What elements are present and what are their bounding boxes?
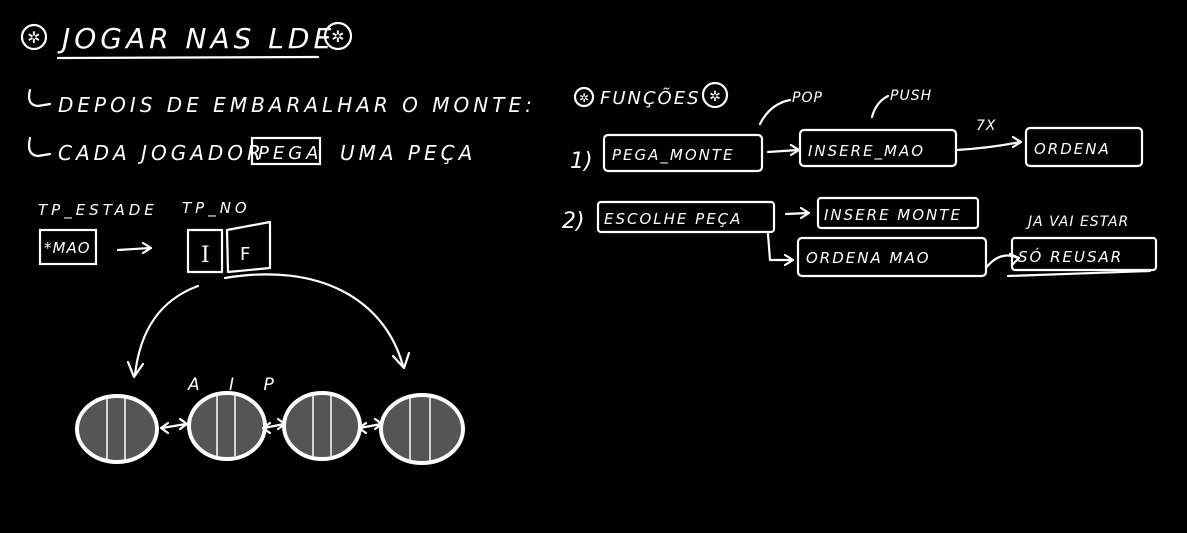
flow-2-step-1: ESCOLHE PEÇA bbox=[604, 210, 742, 228]
flow-1-step-1: PEGA_MONTE bbox=[612, 146, 735, 165]
bullet-line-2: CADA JOGADOR bbox=[58, 141, 265, 165]
flow-1-number: 1) bbox=[570, 149, 593, 174]
no-field-right: F bbox=[240, 244, 250, 265]
title-underline bbox=[56, 55, 320, 60]
so-reusar-underline bbox=[1006, 269, 1152, 278]
bullet-arrow-icon bbox=[27, 136, 52, 158]
svg-text:✲: ✲ bbox=[27, 28, 40, 47]
bullet-line-2b: UMA PEÇA bbox=[340, 141, 476, 165]
estado-box bbox=[38, 228, 98, 266]
pointer-first bbox=[133, 284, 200, 377]
list-node bbox=[75, 394, 159, 464]
list-link-arrows bbox=[159, 417, 384, 435]
flow-1-step-2: INSERE_MAO bbox=[808, 142, 925, 161]
estado-field: *MAO bbox=[44, 239, 91, 257]
annotation-push: PUSH bbox=[890, 88, 932, 104]
flow-1-arrow-2 bbox=[954, 135, 1023, 152]
svg-text:✲: ✲ bbox=[709, 89, 721, 105]
svg-text:✲: ✲ bbox=[331, 27, 344, 46]
label-tp-estado: TP_ESTADE bbox=[38, 201, 158, 220]
flow-1-box-insere-mao bbox=[798, 128, 958, 168]
flow-2-branch-arrow bbox=[766, 232, 795, 267]
svg-text:✲: ✲ bbox=[579, 91, 589, 105]
annotation-7x: 7X bbox=[976, 118, 997, 134]
flow-2-step-3: ORDENA MAO bbox=[806, 249, 931, 267]
flow-2-step-2: INSERE MONTE bbox=[824, 206, 962, 224]
list-node bbox=[187, 391, 267, 461]
title-star-left-icon: ✲ bbox=[20, 23, 48, 51]
flow-1-step-3: ORDENA bbox=[1034, 140, 1111, 158]
bullet-line-1: DEPOIS DE EMBARALHAR O MONTE: bbox=[58, 93, 536, 117]
pointer-last-head bbox=[391, 351, 411, 370]
flow-2-step-4: SÓ REUSAR bbox=[1018, 247, 1123, 266]
bullet-arrow-icon bbox=[27, 88, 52, 108]
flow-2-box-escolhe bbox=[596, 200, 776, 234]
bullet-pega: PEGA bbox=[258, 143, 323, 164]
right-title: FUNÇÕES bbox=[600, 87, 701, 109]
no-box-left bbox=[186, 228, 224, 274]
highlight-box-pega bbox=[250, 136, 322, 166]
funcoes-end-icon: ✲ bbox=[701, 81, 729, 109]
no-box-right bbox=[225, 220, 272, 274]
flow-1-arrow-1 bbox=[766, 143, 801, 157]
flow-2-arrow-1 bbox=[784, 206, 811, 220]
flow-2-box-ordena-mao bbox=[796, 236, 988, 278]
pointer-first-head bbox=[126, 360, 145, 379]
flow-2-box-insere-monte bbox=[816, 196, 980, 230]
annotation-ja-vai-estar: JA VAI ESTAR bbox=[1025, 214, 1129, 230]
annotation-pop-line bbox=[758, 98, 792, 126]
list-node-label: A I P bbox=[187, 375, 286, 395]
label-tp-no: TP_NO bbox=[182, 199, 251, 218]
annotation-pop: POP bbox=[792, 90, 823, 106]
no-field-left: I bbox=[201, 243, 210, 268]
flow-2-arrow-2 bbox=[984, 252, 1021, 270]
flow-1-box-ordena bbox=[1024, 126, 1144, 168]
pointer-last bbox=[223, 273, 405, 368]
left-title: JOGAR NAS LDE bbox=[57, 22, 335, 55]
funcoes-start-icon: ✲ bbox=[573, 86, 595, 108]
estado-arrow bbox=[116, 241, 153, 255]
annotation-push-line bbox=[870, 94, 890, 119]
list-node bbox=[379, 393, 465, 465]
flow-2-box-so-reusar bbox=[1010, 236, 1158, 272]
flow-1-box-pega-monte bbox=[602, 133, 764, 173]
flow-2-number: 2) bbox=[562, 209, 585, 234]
title-star-right-icon: ✲ bbox=[323, 21, 353, 51]
list-node bbox=[282, 391, 362, 461]
